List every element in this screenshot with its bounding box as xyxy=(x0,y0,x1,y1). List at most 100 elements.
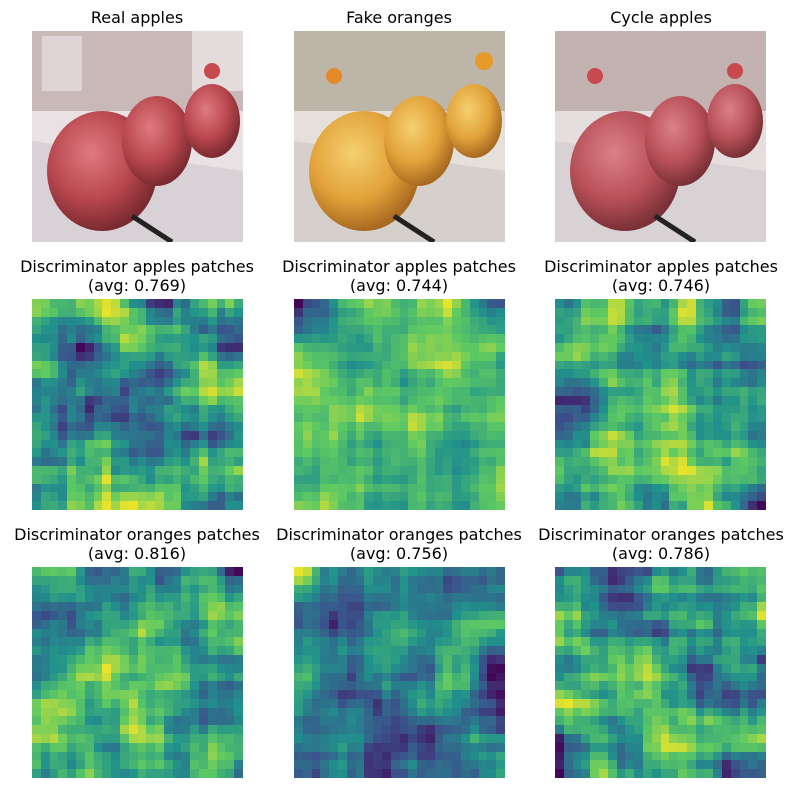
heat-cell xyxy=(563,751,573,761)
heat-cell xyxy=(555,760,564,770)
heat-cell xyxy=(355,492,365,502)
heat-cell xyxy=(163,404,173,414)
heat-cell xyxy=(469,501,479,510)
heat-cell xyxy=(329,448,338,458)
heat-cell xyxy=(199,646,208,655)
heat-cell xyxy=(337,334,347,343)
heat-cell xyxy=(478,646,488,655)
heat-cell xyxy=(337,654,347,664)
heat-cell xyxy=(58,628,68,638)
heat-cell xyxy=(58,734,68,743)
heat-cell xyxy=(642,575,652,585)
heat-cell xyxy=(739,751,749,761)
heat-cell xyxy=(478,386,488,396)
heat-cell xyxy=(739,628,749,638)
heat-cell xyxy=(58,637,68,647)
heat-cell xyxy=(302,386,312,396)
heat-cell xyxy=(660,378,670,387)
heat-cell xyxy=(572,369,582,379)
heat-cell xyxy=(163,602,173,611)
heat-cell xyxy=(234,430,243,440)
heat-cell xyxy=(58,474,68,484)
heat-cell xyxy=(329,637,338,647)
heat-cell xyxy=(58,610,68,620)
heat-cell xyxy=(443,492,453,502)
heat-cell xyxy=(67,654,76,664)
heat-cell xyxy=(294,369,303,379)
heat-cell xyxy=(146,742,156,752)
heat-cell xyxy=(234,619,243,629)
title-line1: Discriminator apples patches xyxy=(282,257,516,276)
heat-cell xyxy=(67,610,76,620)
heat-cell xyxy=(119,378,129,387)
heat-cell xyxy=(190,474,200,484)
heat-cell xyxy=(84,369,94,379)
heat-cell xyxy=(163,734,173,743)
heat-cell xyxy=(660,325,670,335)
heat-cell xyxy=(634,654,643,664)
heat-cell xyxy=(155,602,164,611)
heat-cell xyxy=(234,439,243,449)
heat-cell xyxy=(234,501,243,510)
heat-cell xyxy=(364,637,374,647)
heat-cell xyxy=(496,448,505,458)
heat-cell xyxy=(364,610,374,620)
heat-cell xyxy=(487,369,497,379)
heat-cell xyxy=(190,742,200,752)
heat-cell xyxy=(119,654,129,664)
heat-cell xyxy=(563,628,573,638)
heat-cell xyxy=(146,325,156,335)
heat-cell xyxy=(434,395,444,405)
heat-cell xyxy=(555,646,564,655)
heat-cell xyxy=(634,342,643,352)
heat-cell xyxy=(563,681,573,691)
heat-cell xyxy=(84,610,94,620)
heat-cell xyxy=(190,725,200,735)
heat-cell xyxy=(390,751,400,761)
heat-cell xyxy=(40,430,50,440)
heat-cell xyxy=(58,716,68,726)
title-real-apples: Real apples xyxy=(90,8,184,27)
heat-cell xyxy=(128,299,138,308)
heat-cell xyxy=(84,698,94,708)
heat-cell xyxy=(137,448,147,458)
heat-cell xyxy=(146,637,156,647)
heat-cell xyxy=(590,637,599,647)
heat-cell xyxy=(190,457,200,467)
heat-cell xyxy=(67,457,76,467)
heat-cell xyxy=(704,663,714,673)
heat-cell xyxy=(487,637,497,647)
heat-cell xyxy=(634,619,643,629)
heat-cell xyxy=(146,492,156,502)
heat-cell xyxy=(84,483,94,493)
heat-cell xyxy=(581,466,591,475)
heat-cell xyxy=(590,457,599,467)
heat-cell xyxy=(748,466,758,475)
heat-cell xyxy=(40,386,50,396)
heat-cell xyxy=(155,430,164,440)
heat-cell xyxy=(172,448,182,458)
heat-cell xyxy=(172,610,182,620)
heat-cell xyxy=(469,404,479,414)
heat-cell xyxy=(146,457,156,467)
heat-cell xyxy=(207,492,217,502)
heat-cell xyxy=(128,584,138,594)
heat-cell xyxy=(669,769,679,778)
heat-cell xyxy=(461,760,470,770)
heat-cell xyxy=(408,567,418,576)
heat-cell xyxy=(337,742,347,752)
heat-cell xyxy=(102,422,112,431)
heat-cell xyxy=(434,501,444,510)
heat-cell xyxy=(581,325,591,335)
heat-cell xyxy=(84,637,94,647)
heat-cell xyxy=(381,734,391,743)
heat-cell xyxy=(302,351,312,361)
heat-cell xyxy=(155,751,164,761)
heat-cell xyxy=(443,716,453,726)
heat-cell xyxy=(748,698,758,708)
heat-cell xyxy=(155,299,164,308)
heat-cell xyxy=(417,646,426,655)
heat-cell xyxy=(757,690,766,699)
heat-cell xyxy=(660,422,670,431)
heat-cell xyxy=(634,316,643,326)
